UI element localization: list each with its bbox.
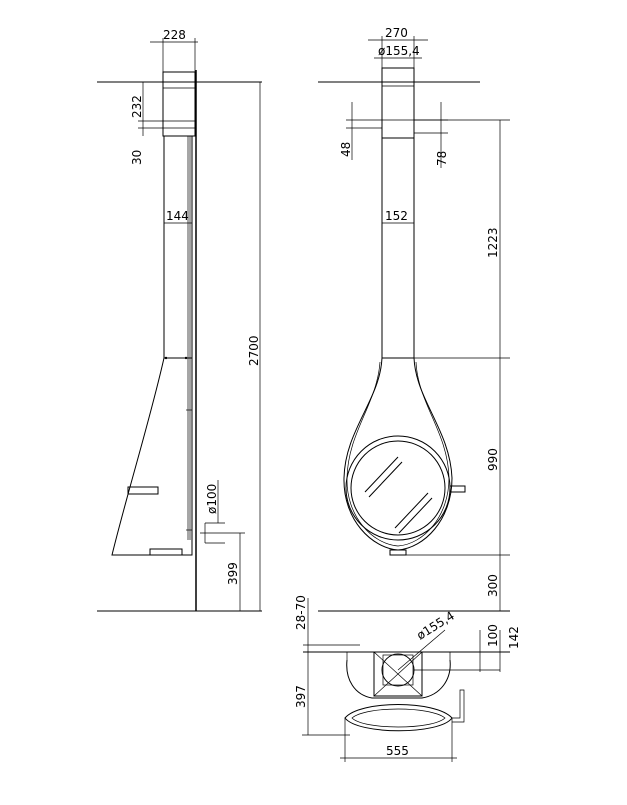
dim-side-inlet-diameter: ø100 <box>205 484 219 514</box>
dim-front-flue-length: 1223 <box>486 227 500 258</box>
dim-plan-wall-gap: 28-70 <box>294 595 308 630</box>
dim-side-total-height: 2700 <box>247 335 261 366</box>
dim-side-flue-width: 144 <box>166 209 189 223</box>
dim-plan-depth: 397 <box>294 685 308 708</box>
dim-front-flue-diameter: ø155,4 <box>378 44 420 58</box>
wall-bracket <box>373 651 423 697</box>
dim-side-top-width: 228 <box>163 28 186 42</box>
front-view: 270 ø155,4 48 78 152 1223 990 300 <box>318 26 510 612</box>
dim-plan-flue-offset-outer: 142 <box>507 626 521 649</box>
flue-collar <box>162 71 196 137</box>
dim-front-left-gap: 48 <box>339 142 353 157</box>
dim-front-top-width: 270 <box>385 26 408 40</box>
dim-plan-flue-offset: 100 <box>486 624 500 647</box>
side-view: 228 232 30 144 2700 ø100 399 <box>97 28 262 612</box>
dim-side-collar-height: 232 <box>130 95 144 118</box>
stove-body-front <box>343 357 453 551</box>
dim-side-inlet-height: 399 <box>226 562 240 585</box>
dim-front-floor-clearance: 300 <box>486 574 500 597</box>
glass-door <box>350 440 446 536</box>
stove-body-plan <box>346 659 451 699</box>
handle-side <box>127 486 159 495</box>
dim-front-body-height: 990 <box>486 448 500 471</box>
flue-collar-front <box>381 67 415 139</box>
dim-plan-flue-diameter: ø155,4 <box>414 609 457 643</box>
plan-view: 28-70 ø155,4 100 142 397 555 <box>294 595 521 762</box>
dim-front-right-gap: 78 <box>435 151 449 166</box>
dim-plan-width: 555 <box>386 744 409 758</box>
dim-front-flue-width: 152 <box>385 209 408 223</box>
stove-body-side <box>111 357 193 556</box>
dim-side-collar-gap: 30 <box>130 150 144 165</box>
door-handle <box>449 485 466 493</box>
